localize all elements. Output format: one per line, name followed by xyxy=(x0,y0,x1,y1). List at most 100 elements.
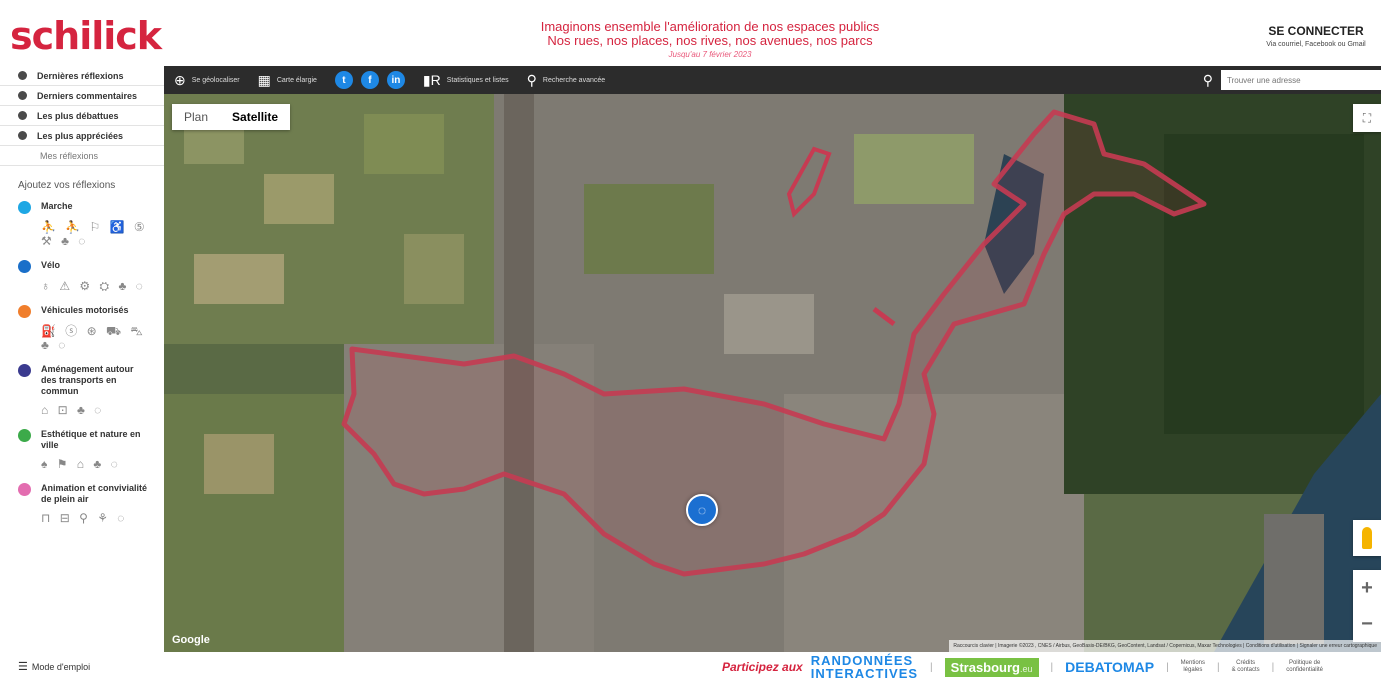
category-header[interactable]: Vélo xyxy=(18,260,164,273)
tagline-line-1: Imaginons ensemble l'amélioration de nos… xyxy=(540,19,880,34)
facebook-icon[interactable]: f xyxy=(360,71,379,89)
geolocate-label: Se géolocaliser xyxy=(191,76,240,84)
category-header[interactable]: Véhicules motorisés xyxy=(18,305,164,318)
nav-dernieres-reflexions[interactable]: Dernières réflexions xyxy=(0,66,164,86)
nav-label: Dernières réflexions xyxy=(37,70,124,81)
reflexion-marker[interactable]: ◌ xyxy=(686,494,718,526)
category-header[interactable]: Aménagement autour des transports en com… xyxy=(18,364,164,397)
category-3: Aménagement autour des transports en com… xyxy=(0,364,164,417)
pegman-icon xyxy=(1362,527,1372,549)
advanced-search-icon: ⚲ xyxy=(526,71,537,88)
category-header[interactable]: Animation et convivialité de plein air xyxy=(18,483,164,505)
address-search-input[interactable] xyxy=(1221,70,1381,90)
satellite-imagery xyxy=(164,94,1381,652)
category-1: Vélo ♁ ⚠ ⚙ ⛭ ♣ ◌ xyxy=(0,260,164,293)
separator: | xyxy=(1166,661,1169,673)
mode-emploi-link[interactable]: ☰Mode d'emploi xyxy=(18,660,90,673)
category-dot-icon xyxy=(18,305,31,318)
separator: | xyxy=(1271,661,1275,673)
map-attribution[interactable]: Raccourcis clavier | Imagerie ©2023 , CN… xyxy=(949,640,1381,652)
category-dot-icon xyxy=(18,260,31,273)
twitter-icon[interactable]: t xyxy=(334,71,353,89)
tagline-line-2: Nos rues, nos places, nos rives, nos ave… xyxy=(547,33,873,48)
mentions-line-1: Mentions xyxy=(1180,660,1206,666)
stats-label: Statistiques et listes xyxy=(446,76,509,84)
category-header[interactable]: Esthétique et nature en ville xyxy=(18,429,164,451)
credits-line-1: Crédits xyxy=(1236,660,1256,666)
search-address-icon[interactable]: ⚲ xyxy=(1202,71,1213,88)
category-theme-icons[interactable]: ♁ ⚠ ⚙ ⛭ ♣ ◌ xyxy=(41,279,146,293)
mode-label: Mode d'emploi xyxy=(31,661,91,672)
category-label: Esthétique et nature en ville xyxy=(41,429,141,450)
map-icon: ▦ xyxy=(257,71,271,88)
advanced-search-button[interactable]: ⚲ Recherche avancée xyxy=(527,72,606,89)
zoom-control: + − xyxy=(1353,570,1381,642)
stats-button[interactable]: ▮R Statistiques et listes xyxy=(423,72,509,89)
category-dot-icon xyxy=(18,201,31,214)
politique-line-1: Politique de xyxy=(1288,660,1321,666)
debatomap-logo[interactable]: DEBATOMAP xyxy=(1065,659,1155,675)
nav-label: Les plus débattues xyxy=(37,110,119,121)
nav-mes-reflexions[interactable]: Mes réflexions xyxy=(0,146,164,166)
dot-icon xyxy=(18,71,27,80)
strasbourg-text: Strasbourg xyxy=(950,659,1020,675)
expand-map-label: Carte élargie xyxy=(276,76,317,84)
nav-plus-appreciees[interactable]: Les plus appréciées xyxy=(0,126,164,146)
category-4: Esthétique et nature en ville ♠ ⚑ ⌂ ♣ ◌ xyxy=(0,429,164,471)
dot-icon xyxy=(18,131,27,140)
google-logo[interactable]: Google xyxy=(172,634,210,646)
category-theme-icons[interactable]: ♠ ⚑ ⌂ ♣ ◌ xyxy=(41,457,121,471)
strasbourg-eu: .eu xyxy=(1020,663,1033,674)
street-view-pegman[interactable] xyxy=(1353,520,1381,556)
address-search: ⚲ xyxy=(1203,70,1381,90)
nav-derniers-commentaires[interactable]: Derniers commentaires xyxy=(0,86,164,106)
expand-map-button[interactable]: ▦ Carte élargie xyxy=(258,72,317,89)
login-subtitle: Via courriel, Facebook ou Gmail xyxy=(1266,41,1366,48)
category-label: Animation et convivialité de plein air xyxy=(41,483,148,504)
zoom-out-button[interactable]: − xyxy=(1361,613,1373,635)
add-reflexions-title: Ajoutez vos réflexions xyxy=(18,180,116,191)
category-theme-icons[interactable]: ⊓ ⊟ ⚲ ⚘ ◌ xyxy=(41,511,128,525)
category-theme-icons[interactable]: ⛹ ⛹ ⚐ ♿ ⑤ ⚒ ♣ ◌ xyxy=(41,220,148,248)
plan-button[interactable]: Plan xyxy=(184,110,209,124)
fullscreen-button[interactable]: ⛶ xyxy=(1353,104,1381,132)
strasbourg-logo[interactable]: Strasbourg.eu xyxy=(944,657,1039,677)
stats-icon: ▮R xyxy=(422,71,441,88)
satellite-button[interactable]: Satellite xyxy=(232,110,279,124)
credits-line-2: & contacts xyxy=(1231,667,1260,673)
dot-icon xyxy=(18,111,27,120)
separator: | xyxy=(930,661,933,673)
dot-icon xyxy=(18,91,27,100)
category-label: Vélo xyxy=(41,260,61,270)
politique-line-2: confidentialité xyxy=(1286,667,1323,673)
schilick-logo[interactable]: schilick xyxy=(10,14,162,58)
rando-line-1: RANDONNÉES xyxy=(810,653,914,668)
category-label: Véhicules motorisés xyxy=(41,305,129,315)
linkedin-icon[interactable]: in xyxy=(386,71,405,89)
category-2: Véhicules motorisés ⛽ ⓢ ⊛ ⛟ ⛍ ♣ ◌ xyxy=(0,305,164,352)
category-theme-icons[interactable]: ⛽ ⓢ ⊛ ⛟ ⛍ ♣ ◌ xyxy=(41,324,146,352)
category-dot-icon xyxy=(18,364,31,377)
category-theme-icons[interactable]: ⌂ ⊡ ♣ ◌ xyxy=(41,403,105,417)
category-label: Marche xyxy=(41,201,73,211)
nav-label: Derniers commentaires xyxy=(37,90,138,101)
credits-link[interactable]: Crédits& contacts xyxy=(1232,660,1260,674)
help-icon: ☰ xyxy=(18,661,28,673)
satellite-map[interactable]: Plan Satellite ⛶ + − ◌ Google Raccourcis… xyxy=(164,94,1381,652)
category-dot-icon xyxy=(18,483,31,496)
category-0: Marche ⛹ ⛹ ⚐ ♿ ⑤ ⚒ ♣ ◌ xyxy=(0,201,164,248)
geolocate-button[interactable]: ⊕Se géolocaliser xyxy=(174,72,240,89)
participez-label: Participez aux xyxy=(722,660,803,674)
fullscreen-icon: ⛶ xyxy=(1362,111,1372,125)
nav-plus-debattues[interactable]: Les plus débattues xyxy=(0,106,164,126)
login-button[interactable]: SE CONNECTER Via courriel, Facebook ou G… xyxy=(1251,24,1381,48)
category-header[interactable]: Marche xyxy=(18,201,164,214)
nav-label: Les plus appréciées xyxy=(37,130,124,141)
advanced-search-label: Recherche avancée xyxy=(542,76,606,84)
zoom-in-button[interactable]: + xyxy=(1361,577,1373,599)
rando-line-2: INTERACTIVES xyxy=(810,666,919,678)
